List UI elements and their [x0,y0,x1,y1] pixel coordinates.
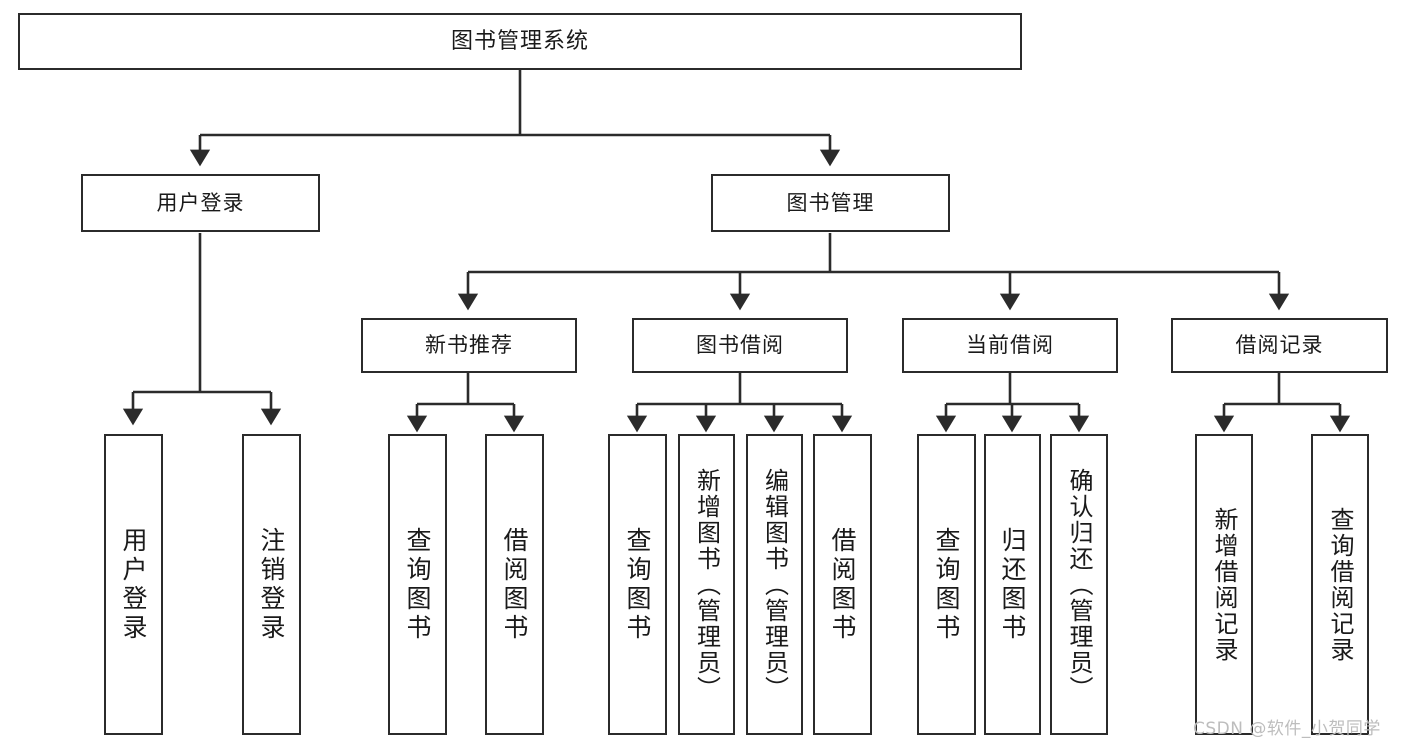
node-label: 查询图书 [403,526,432,643]
node-label: 查询图书 [932,526,961,643]
leaf-new-book-borrow-books[interactable]: 借阅图书 [485,434,544,735]
leaf-current-borrow-query-books[interactable]: 查询图书 [917,434,976,735]
node-label: 查询图书 [623,526,652,643]
leaf-book-borrow-add-book-admin[interactable]: 新增图书（管理员） [678,434,735,735]
node-new-book-recommend[interactable]: 新书推荐 [361,318,577,373]
node-label: 编辑图书（管理员） [760,467,789,702]
leaf-current-borrow-confirm-return-admin[interactable]: 确认归还（管理员） [1050,434,1108,735]
node-current-borrow[interactable]: 当前借阅 [902,318,1118,373]
leaf-user-login-logout[interactable]: 注销登录 [242,434,301,735]
node-label: 图书管理 [786,190,875,215]
leaf-user-login-login[interactable]: 用户登录 [104,434,163,735]
node-book-borrow[interactable]: 图书借阅 [632,318,848,373]
leaf-borrow-records-add-record[interactable]: 新增借阅记录 [1195,434,1253,735]
node-label: 注销登录 [257,526,286,643]
leaf-new-book-query-books[interactable]: 查询图书 [388,434,447,735]
node-label: 用户登录 [156,190,245,215]
node-label: 确认归还（管理员） [1065,467,1093,702]
leaf-book-borrow-edit-book-admin[interactable]: 编辑图书（管理员） [746,434,803,735]
leaf-book-borrow-borrow-books[interactable]: 借阅图书 [813,434,872,735]
node-label: 借阅图书 [500,526,529,643]
node-label: 归还图书 [998,526,1027,643]
node-label: 新增图书（管理员） [692,467,721,702]
node-label: 借阅记录 [1235,333,1324,358]
leaf-book-borrow-query-books[interactable]: 查询图书 [608,434,667,735]
node-label: 新增借阅记录 [1210,506,1238,663]
node-book-management-system[interactable]: 图书管理系统 [18,13,1022,70]
leaf-current-borrow-return-books[interactable]: 归还图书 [984,434,1041,735]
node-borrow-records[interactable]: 借阅记录 [1171,318,1388,373]
node-label: 用户登录 [119,526,148,643]
node-label: 新书推荐 [425,333,513,358]
node-book-management[interactable]: 图书管理 [711,174,950,232]
node-label: 借阅图书 [828,526,857,643]
node-label: 查询借阅记录 [1326,506,1354,663]
node-label: 图书借阅 [696,333,784,358]
node-label: 当前借阅 [966,333,1054,358]
node-label: 图书管理系统 [450,28,589,54]
leaf-borrow-records-query-record[interactable]: 查询借阅记录 [1311,434,1369,735]
node-user-login[interactable]: 用户登录 [81,174,320,232]
